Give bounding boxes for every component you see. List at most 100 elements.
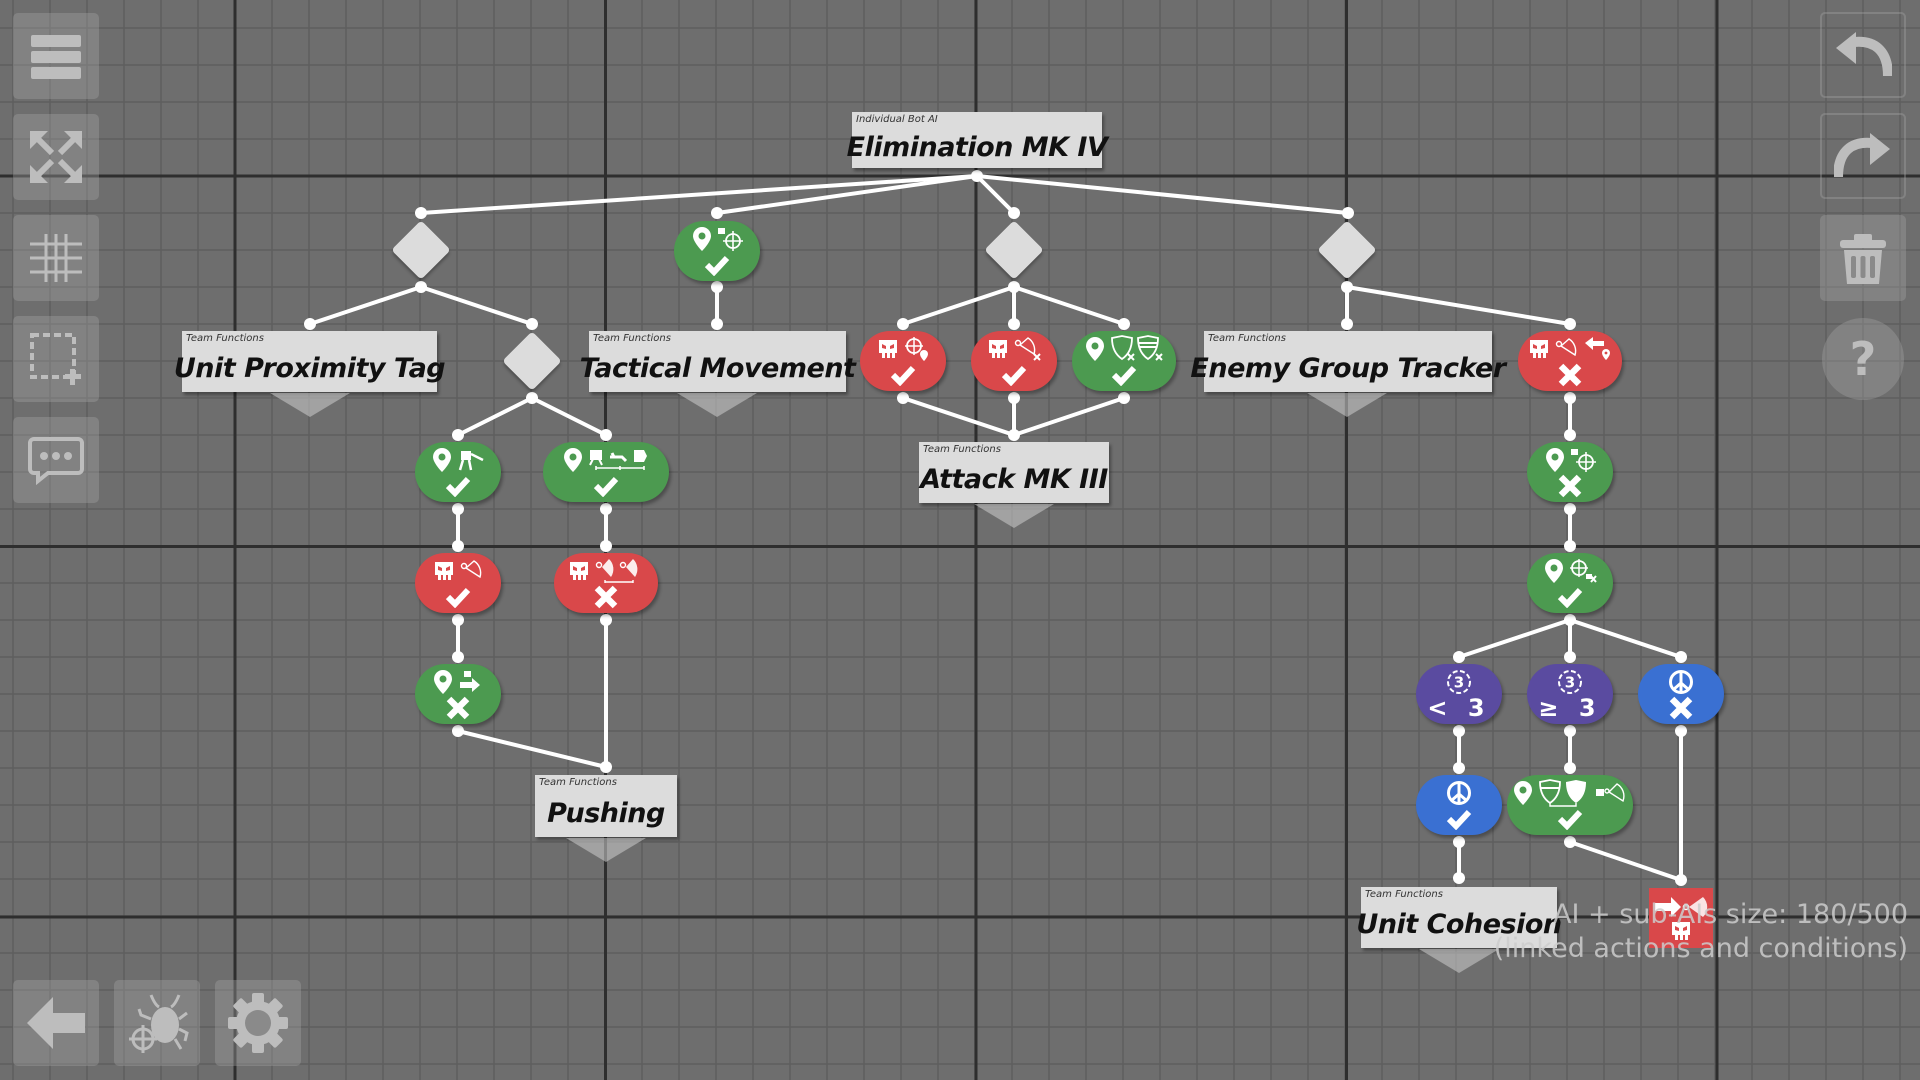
condition-node[interactable] [415, 442, 501, 502]
condition-node[interactable] [415, 664, 501, 724]
undo-button[interactable] [1820, 12, 1906, 98]
condition-icons [563, 446, 650, 474]
condition-icons [987, 335, 1042, 363]
condition-icons [1668, 668, 1694, 696]
root-node[interactable]: Individual Bot AI Elimination MK IV [846, 112, 1108, 168]
action-node[interactable] [1649, 888, 1713, 948]
weapon-range-icon [1555, 337, 1579, 361]
settings-button[interactable] [215, 980, 301, 1066]
condition-icons [433, 668, 484, 696]
target-enemy-x-icon [1569, 558, 1597, 584]
expand-arrow[interactable] [1419, 949, 1499, 973]
condition-icons [1528, 335, 1612, 363]
condition-node[interactable] [415, 553, 501, 613]
delete-button[interactable] [1820, 215, 1906, 301]
condition-icons: 3 [1445, 668, 1473, 696]
shields-icon [1538, 779, 1590, 807]
location-pin-icon [563, 447, 583, 473]
location-pin-icon [1545, 447, 1565, 473]
function-node-tactical-movement[interactable]: Team Functions Tactical Movement [580, 331, 856, 392]
condition-node[interactable] [1527, 553, 1613, 613]
condition-icons [692, 225, 743, 253]
gear-icon [228, 993, 288, 1053]
check-icon [1446, 807, 1472, 831]
condition-node[interactable] [971, 331, 1057, 391]
walker-unit-icon [457, 448, 485, 472]
expand-arrow[interactable] [1307, 393, 1387, 417]
function-node-unit-proximity-tag[interactable]: Team Functions Unit Proximity Tag [173, 331, 446, 392]
expand-arrow[interactable] [974, 504, 1054, 528]
condition-icons [433, 557, 484, 585]
redo-button[interactable] [1820, 113, 1906, 199]
unit-group-icon [588, 447, 650, 473]
function-kind: Team Functions [923, 444, 1001, 455]
function-title: Unit Proximity Tag [173, 353, 446, 384]
debug-button[interactable] [114, 980, 200, 1066]
condition-icons [1446, 779, 1472, 807]
move-arrow-weapon-range-icon [1655, 897, 1708, 917]
move-toward-enemy-icon [458, 670, 484, 694]
target-location-icon [904, 336, 930, 362]
skull-icon [1672, 922, 1690, 940]
question-mark-icon: ? [1849, 332, 1877, 386]
condition-node[interactable] [860, 331, 946, 391]
function-title: Unit Cohesion [1356, 909, 1562, 940]
grid-toggle-button[interactable] [13, 215, 99, 301]
radar-ranges-icon [595, 557, 645, 585]
condition-node[interactable] [1507, 775, 1633, 835]
back-button[interactable] [13, 980, 99, 1066]
menu-button[interactable] [13, 13, 99, 99]
expand-arrow[interactable] [270, 393, 350, 417]
ai-size-status: AI + sub-AIs size: 180/500 (linked actio… [1494, 898, 1908, 966]
enemy-weapon-range-icon [1595, 781, 1627, 805]
skull-icon [987, 338, 1009, 360]
location-pin-icon [1513, 780, 1533, 806]
condition-node[interactable]: 3< 3 [1416, 664, 1502, 724]
check-icon [1557, 807, 1583, 831]
function-kind: Team Functions [593, 333, 671, 344]
function-node-pushing[interactable]: Team Functions Pushing [535, 775, 677, 837]
bug-target-icon [129, 994, 189, 1053]
condition-compare: ≥ 3 [1538, 694, 1602, 722]
expand-arrow[interactable] [566, 838, 646, 862]
check-icon [1001, 363, 1027, 387]
shields-x-icon [1110, 335, 1164, 363]
function-kind: Team Functions [1365, 889, 1443, 900]
condition-node[interactable] [1638, 664, 1724, 724]
comment-button[interactable] [13, 417, 99, 503]
condition-icons [432, 446, 485, 474]
cross-icon [594, 585, 618, 609]
cross-icon [1669, 696, 1693, 720]
function-node-enemy-group-tracker[interactable]: Team Functions Enemy Group Tracker [1190, 331, 1506, 392]
box-select-button[interactable] [13, 316, 99, 402]
condition-node[interactable] [674, 221, 760, 281]
function-kind: Team Functions [186, 333, 264, 344]
root-node-title: Elimination MK IV [846, 131, 1108, 163]
condition-node[interactable] [1518, 331, 1622, 391]
condition-node[interactable] [1416, 775, 1502, 835]
condition-node[interactable] [543, 442, 669, 502]
condition-node[interactable]: 3≥ 3 [1527, 664, 1613, 724]
condition-node[interactable] [1527, 442, 1613, 502]
fit-view-button[interactable] [13, 114, 99, 200]
check-icon [445, 585, 471, 609]
location-pin-icon [1085, 336, 1105, 362]
help-button[interactable]: ? [1822, 318, 1904, 400]
cross-icon [1558, 474, 1582, 498]
retreat-location-icon [1584, 336, 1612, 362]
function-node-unit-cohesion[interactable]: Team Functions Unit Cohesion [1356, 887, 1562, 948]
arrow-left-icon [27, 997, 85, 1049]
location-pin-icon [1544, 558, 1564, 584]
root-node-kind: Individual Bot AI [856, 114, 938, 125]
redo-arrow-icon [1834, 133, 1890, 178]
function-node-attack-mk-iii[interactable]: Team Functions Attack MK III [919, 442, 1109, 503]
condition-node[interactable] [1072, 331, 1176, 391]
expand-arrow[interactable] [677, 393, 757, 417]
undo-arrow-icon [1836, 32, 1892, 77]
cross-icon [1558, 363, 1582, 387]
condition-icons: 3 [1556, 668, 1584, 696]
speech-bubble-icon [28, 437, 84, 485]
hamburger-menu-icon [31, 35, 81, 79]
condition-icons [1513, 779, 1627, 807]
condition-node[interactable] [554, 553, 658, 613]
